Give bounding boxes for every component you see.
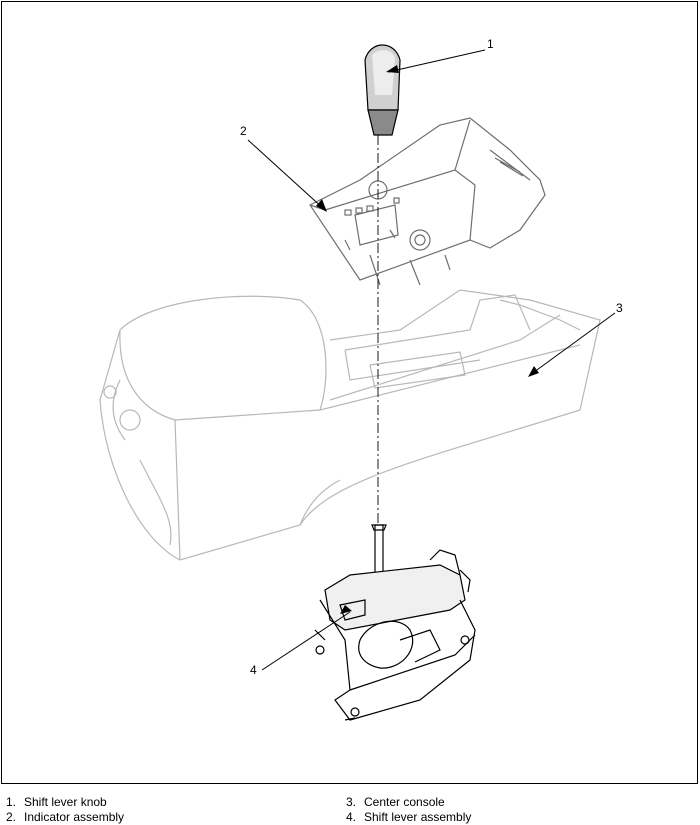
center-console-drawing	[99, 289, 601, 561]
leader-line-4	[261, 611, 351, 671]
legend-label: Center console	[364, 795, 445, 809]
arrowhead-3	[528, 366, 539, 377]
leader-line-3	[529, 312, 616, 376]
legend-label: Shift lever knob	[24, 795, 107, 809]
exploded-view-drawing	[99, 44, 616, 721]
callout-1: 1	[487, 37, 494, 51]
legend-number: 1.	[6, 795, 17, 809]
arrowhead-4	[340, 605, 352, 614]
leader-lines	[247, 49, 616, 671]
legend-label: Shift lever assembly	[364, 810, 472, 824]
arrowhead-2	[316, 199, 327, 212]
indicator-assembly-drawing	[309, 117, 546, 286]
leader-line-1	[387, 49, 486, 73]
callout-4: 4	[250, 663, 257, 677]
callout-2: 2	[240, 124, 247, 138]
shift-lever-assembly-drawing	[314, 524, 476, 721]
legend-number: 2.	[6, 810, 17, 824]
shift-lever-knob-drawing	[364, 44, 401, 136]
legend-item-1: 1. Shift lever knob	[6, 795, 107, 809]
legend-number: 3.	[346, 795, 357, 809]
leader-arrowheads	[316, 65, 539, 614]
diagram-frame	[1, 1, 698, 784]
callout-3: 3	[616, 301, 623, 315]
legend-label: Indicator assembly	[24, 810, 125, 824]
legend-item-4: 4. Shift lever assembly	[346, 810, 471, 824]
leader-line-2	[247, 139, 326, 211]
legend-item-3: 3. Center console	[346, 795, 445, 809]
legend-item-2: 2. Indicator assembly	[6, 810, 124, 824]
legend-number: 4.	[346, 810, 357, 824]
arrowhead-1	[386, 65, 399, 73]
